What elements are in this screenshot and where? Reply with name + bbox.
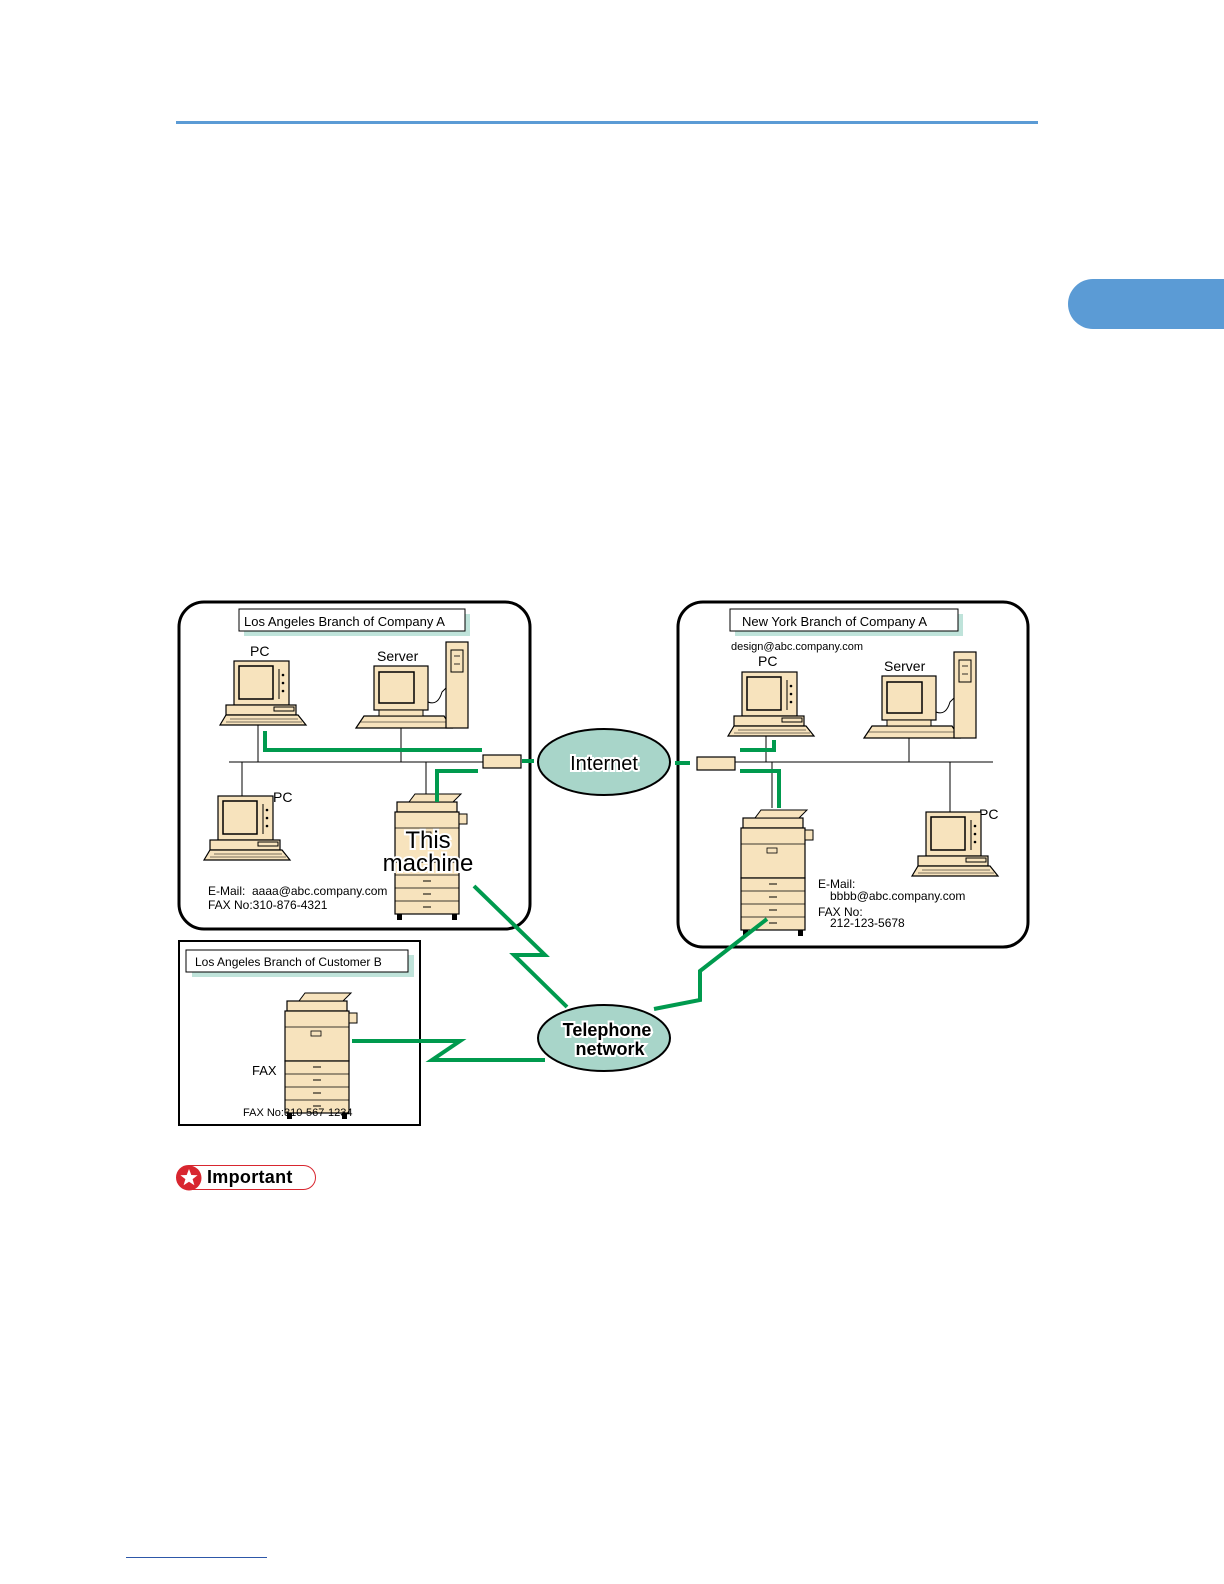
la-pc-to-router-link xyxy=(263,731,482,752)
internet-label: Internet xyxy=(570,753,638,775)
telephone-label-line2: network xyxy=(575,1039,645,1059)
la-router-icon xyxy=(482,754,522,769)
ny-title: New York Branch of Company A xyxy=(742,614,927,629)
ny-design-email: design@abc.company.com xyxy=(731,641,863,653)
customer-b-fax-label: FAX xyxy=(252,1063,277,1078)
ny-copier-to-telephone-link xyxy=(653,917,769,1011)
ny-router-to-pc-link xyxy=(740,740,776,752)
connection-lines xyxy=(263,731,781,1062)
this-machine-to-router-link xyxy=(435,769,478,802)
ny-company-group: New York Branch of Company A design@abc.… xyxy=(676,600,1030,949)
la-pc-bottom-label: PC xyxy=(273,789,292,805)
ny-email-value: bbbb@abc.company.com xyxy=(830,889,965,903)
customer-b-title-box xyxy=(185,949,409,973)
this-machine-to-telephone-link xyxy=(472,884,569,1009)
ny-router-to-copier-link xyxy=(740,769,781,808)
customer-b-to-telephone-link xyxy=(352,1039,545,1062)
customer-b-title: Los Angeles Branch of Customer B xyxy=(195,955,382,969)
customer-b-fax-icon xyxy=(284,992,358,1120)
ny-title-box xyxy=(729,608,959,632)
ny-fax-label: FAX No: xyxy=(818,905,863,919)
la-title: Los Angeles Branch of Company A xyxy=(244,614,445,629)
la-company-group: Los Angeles Branch of Company A PC Serve… xyxy=(177,600,532,931)
internet-cloud[interactable]: Internet xyxy=(537,728,671,796)
telephone-label-line1: Telephone xyxy=(563,1020,652,1040)
footer-link-rule xyxy=(126,1557,267,1558)
this-machine-label-line1: This xyxy=(405,827,450,854)
ny-pc-right-label: PC xyxy=(979,806,998,822)
la-pc-top-label: PC xyxy=(250,643,269,659)
important-label: Important xyxy=(207,1167,293,1187)
star-icon xyxy=(176,1165,202,1191)
ny-server-label: Server xyxy=(884,658,926,674)
ny-fax-value: 212-123-5678 xyxy=(830,916,905,930)
chapter-tab[interactable] xyxy=(1068,279,1224,329)
la-fax-number: FAX No:310-876-4321 xyxy=(208,898,328,912)
ny-pc-top-label: PC xyxy=(758,653,777,669)
ny-copier-icon xyxy=(740,809,814,937)
customer-b-group: Los Angeles Branch of Customer B FAX FAX… xyxy=(178,940,421,1126)
la-company-frame xyxy=(177,600,532,931)
ny-router-icon xyxy=(696,756,736,771)
this-machine-label-line2: machine xyxy=(383,850,474,877)
important-badge: Important xyxy=(176,1165,316,1191)
la-email-label: E-Mail: xyxy=(208,884,245,898)
customer-b-fax-number: FAX No:310-567-1234 xyxy=(243,1107,352,1119)
telephone-network-cloud[interactable]: Telephone network xyxy=(537,1004,671,1072)
header-rule xyxy=(176,121,1038,124)
ny-email-label: E-Mail: xyxy=(818,877,855,891)
la-server-label: Server xyxy=(377,648,419,664)
la-title-box xyxy=(238,608,466,632)
la-email-value: aaaa@abc.company.com xyxy=(252,884,387,898)
